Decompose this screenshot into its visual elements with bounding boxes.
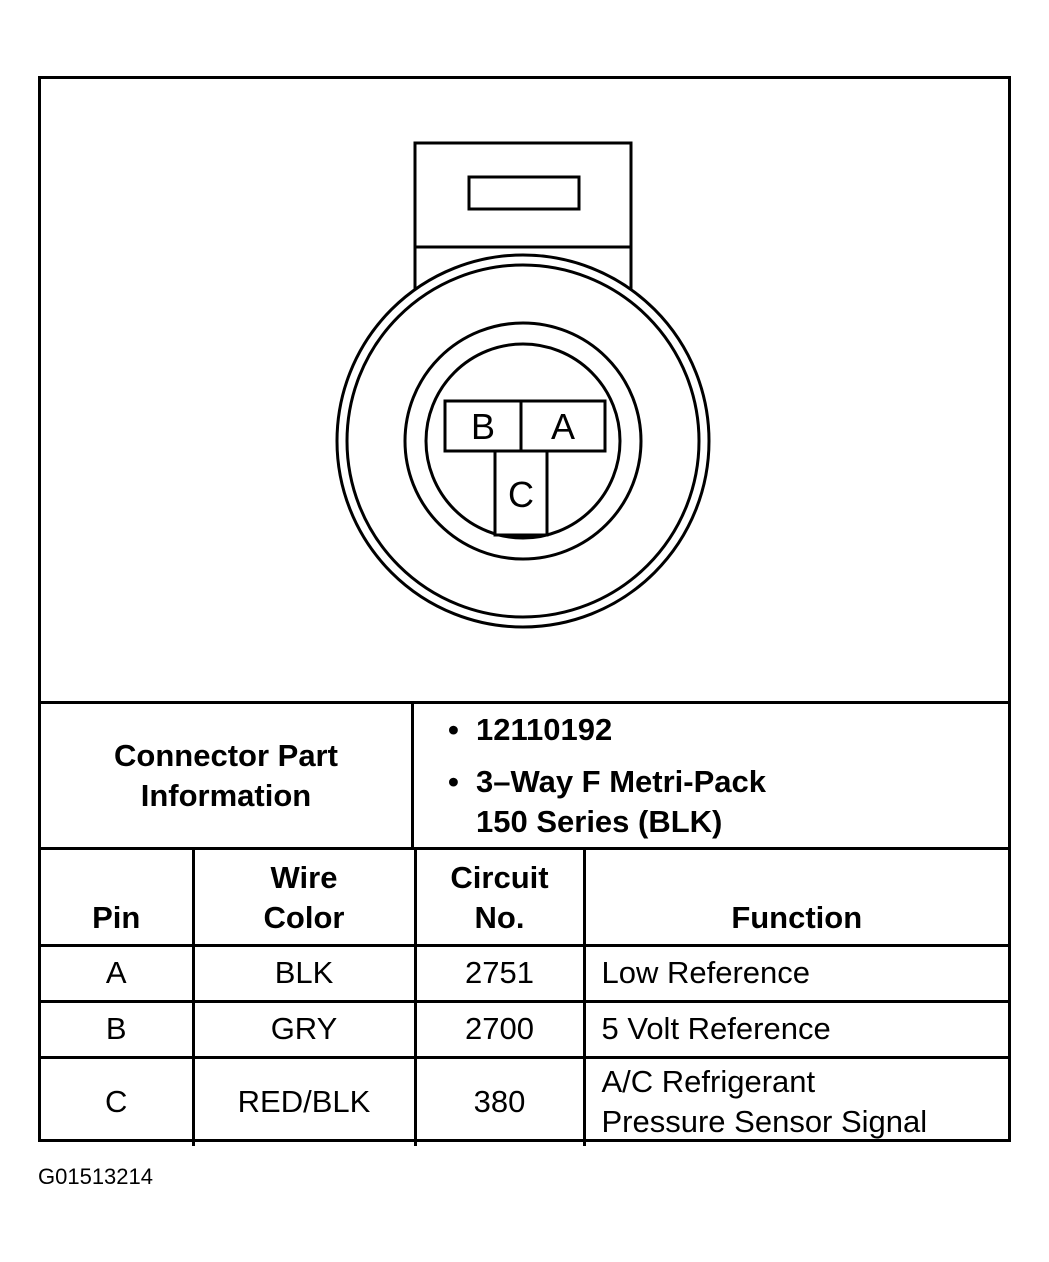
table-header-row: Pin Wire Color Circuit No. Function (41, 850, 1008, 947)
wire-color-cell: GRY (191, 999, 417, 1059)
pinout-table-area: Pin Wire Color Circuit No. Function A BL… (41, 847, 1008, 1146)
connector-part-information: Connector Part Information • 12110192 • … (41, 701, 1008, 847)
info-heading-cell: Connector Part Information (41, 704, 414, 847)
pin-cavity-b (443, 399, 523, 453)
pin-label-a: A (551, 406, 575, 447)
part-number: 12110192 (476, 712, 613, 747)
pin-label-c: C (508, 474, 534, 515)
header-wire-color: Wire Color (191, 850, 417, 947)
pin-cell: C (41, 1055, 195, 1146)
connector-face-view: B A C (41, 79, 1008, 701)
connector-type-line1: 3–Way F Metri-Pack (476, 764, 767, 799)
figure-id: G01513214 (38, 1164, 153, 1189)
connector-type-line2: 150 Series (BLK) (476, 804, 723, 839)
info-heading: Connector Part Information (76, 736, 376, 816)
function-cell: 5 Volt Reference (582, 999, 1008, 1059)
pin-label-b: B (471, 406, 495, 447)
pinout-table: Pin Wire Color Circuit No. Function A BL… (41, 850, 1008, 1146)
pin-cavity-c (493, 449, 549, 537)
header-function: Function (582, 850, 1008, 947)
info-heading-line2: Information (140, 777, 312, 813)
pin-cavity-a (519, 399, 607, 453)
connector-cavity (424, 342, 622, 540)
info-details-cell: • 12110192 • 3–Way F Metri-Pack 150 Seri… (414, 704, 1008, 847)
pin-cell: A (41, 943, 195, 1003)
wire-color-cell: RED/BLK (191, 1055, 417, 1146)
table-row: A BLK 2751 Low Reference (41, 943, 1008, 1003)
wire-color-cell: BLK (191, 943, 417, 1003)
connector-drawing: B A C (335, 141, 711, 629)
function-cell: A/C Refrigerant Pressure Sensor Signal (582, 1055, 1008, 1146)
circuit-cell: 2700 (413, 999, 586, 1059)
part-number-item: • 12110192 (448, 710, 613, 750)
circuit-cell: 380 (413, 1055, 586, 1146)
circuit-cell: 2751 (413, 943, 586, 1003)
info-heading-line1: Connector Part (114, 737, 338, 773)
pin-cell: B (41, 999, 195, 1059)
connector-outer-ring-inner-edge (345, 263, 701, 619)
diagram-frame: B A C Connector Part Information • 12110… (38, 76, 1011, 1146)
lock-tab-window (467, 175, 581, 211)
table-row: C RED/BLK 380 A/C Refrigerant Pressure S… (41, 1055, 1008, 1146)
function-cell: Low Reference (582, 943, 1008, 1003)
connector-type-item: • 3–Way F Metri-Pack 150 Series (BLK) (448, 762, 767, 842)
connector-inner-ring (403, 321, 643, 561)
header-pin: Pin (41, 850, 195, 947)
header-circuit-no: Circuit No. (413, 850, 586, 947)
table-row: B GRY 2700 5 Volt Reference (41, 999, 1008, 1059)
bullet-icon: • (448, 764, 459, 799)
bullet-icon: • (448, 712, 459, 747)
